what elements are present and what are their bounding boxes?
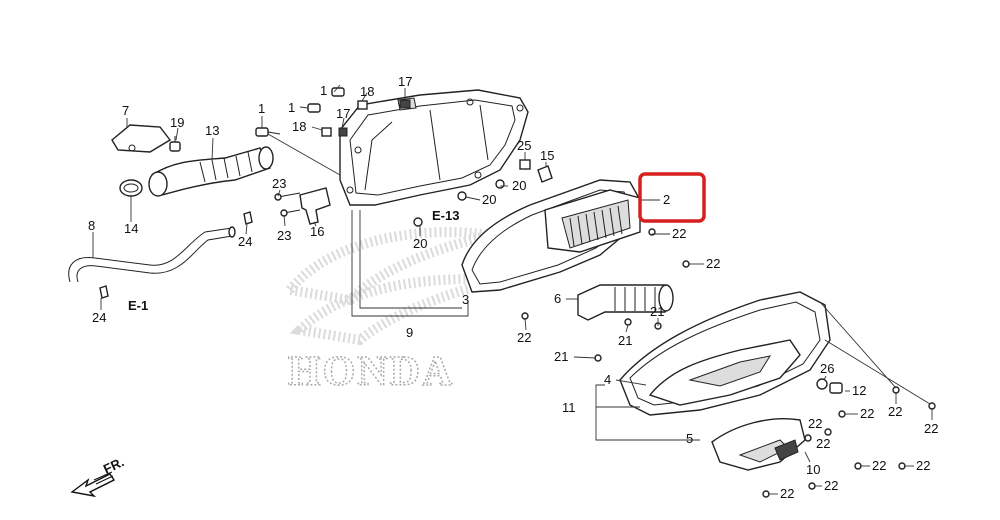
label-20-a: 20 xyxy=(482,192,496,207)
label-1-left: 1 xyxy=(258,101,265,116)
part-7-cover xyxy=(111,124,172,153)
label-7: 7 xyxy=(122,103,129,118)
label-8: 8 xyxy=(88,218,95,233)
honda-watermark-wing xyxy=(280,227,502,346)
label-20-c: 20 xyxy=(413,236,427,251)
label-15: 15 xyxy=(540,148,554,163)
label-22-g: 22 xyxy=(808,416,822,431)
part-25-bolt xyxy=(519,159,531,170)
part-24-clip-left xyxy=(99,285,109,299)
label-17-mid: 17 xyxy=(336,106,350,121)
label-19: 19 xyxy=(170,115,184,130)
label-21-b: 21 xyxy=(650,304,664,319)
label-22-b: 22 xyxy=(706,256,720,271)
part-8-drain-hose xyxy=(68,226,236,283)
part-17-clip-top xyxy=(399,99,411,109)
part-1-bolt-left xyxy=(255,127,281,137)
label-1-top-b: 1 xyxy=(288,100,295,115)
label-18-top: 18 xyxy=(360,84,374,99)
label-9: 9 xyxy=(406,325,413,340)
part-9-air-cleaner-case xyxy=(339,89,529,206)
label-25: 25 xyxy=(517,138,531,153)
part-26-cap xyxy=(816,378,828,390)
honda-watermark-text: HONDA xyxy=(288,349,454,395)
label-21-c: 21 xyxy=(554,349,568,364)
label-22-i: 22 xyxy=(872,458,886,473)
part-15-tube xyxy=(537,165,553,183)
label-20-b: 20 xyxy=(512,178,526,193)
label-12: 12 xyxy=(852,383,866,398)
part-labels: 7 19 13 14 8 24 E-1 1 1 18 17 1 17 18 23… xyxy=(88,74,938,501)
label-13: 13 xyxy=(205,123,219,138)
label-22-e: 22 xyxy=(924,421,938,436)
label-22-f: 22 xyxy=(860,406,874,421)
part-20-bolt-a xyxy=(457,191,467,201)
part-11-inner-cover xyxy=(648,339,801,406)
label-3: 3 xyxy=(462,292,469,307)
label-17-top: 17 xyxy=(398,74,412,89)
ref-e1: E-1 xyxy=(128,298,148,313)
part-1-bolt-top-b xyxy=(307,103,321,113)
label-22-d: 22 xyxy=(888,404,902,419)
leader-lines xyxy=(92,84,933,495)
label-5: 5 xyxy=(686,431,693,446)
front-direction-arrow: FR. xyxy=(70,454,126,498)
part-14-clamp xyxy=(119,179,143,197)
part-17-clip-mid xyxy=(338,127,348,137)
part-2-filter-element xyxy=(544,189,641,253)
part-23-bolt-a xyxy=(274,192,301,201)
label-11: 11 xyxy=(562,400,576,415)
label-6: 6 xyxy=(554,291,561,306)
label-24-left: 24 xyxy=(92,310,106,325)
part-1-bolt-top-a xyxy=(331,87,345,97)
label-22-a: 22 xyxy=(672,226,686,241)
part-10-grille xyxy=(774,439,799,461)
label-23-b: 23 xyxy=(277,228,291,243)
highlight-box-part-2 xyxy=(638,172,706,223)
part-13-intake-tube xyxy=(148,146,274,197)
label-21-a: 21 xyxy=(618,333,632,348)
part-20-bolt-b xyxy=(495,179,505,189)
label-10: 10 xyxy=(806,462,820,477)
label-22-k: 22 xyxy=(824,478,838,493)
label-22-l: 22 xyxy=(780,486,794,501)
label-4: 4 xyxy=(604,372,611,387)
label-22-h: 22 xyxy=(816,436,830,451)
part-21-bolt-a xyxy=(624,318,632,326)
part-16-bracket xyxy=(299,187,331,225)
label-1-top-a: 1 xyxy=(320,83,327,98)
part-18-bolt-top xyxy=(357,100,368,110)
part-19-clip xyxy=(169,136,181,152)
part-24-clip-mid xyxy=(243,211,253,225)
label-22-j: 22 xyxy=(916,458,930,473)
part-6-duct xyxy=(577,284,674,321)
part-18-bolt-mid xyxy=(321,127,332,137)
part-12-bolt xyxy=(829,382,843,394)
label-18-mid: 18 xyxy=(292,119,306,134)
label-16: 16 xyxy=(310,224,324,239)
label-23-a: 23 xyxy=(272,176,286,191)
label-26: 26 xyxy=(820,361,834,376)
front-label: FR. xyxy=(101,454,126,476)
label-14: 14 xyxy=(124,221,138,236)
ref-e13: E-13 xyxy=(432,208,459,223)
label-2: 2 xyxy=(663,192,670,207)
part-20-bolt-c xyxy=(413,217,423,227)
label-22-c: 22 xyxy=(517,330,531,345)
label-24-mid: 24 xyxy=(238,234,252,249)
